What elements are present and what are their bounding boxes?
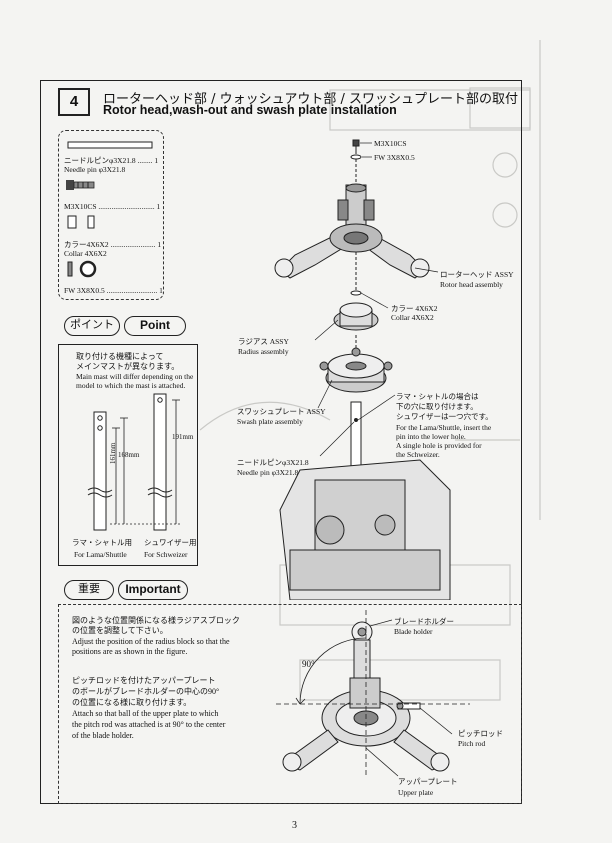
mast-dim-191: 191mm — [172, 433, 194, 441]
callout-lama-en-1: For the Lama/Shuttle, insert the — [396, 423, 492, 432]
mast-note-jp-2: メインマストが異なります。 — [76, 362, 180, 371]
callout-lama-jp-1: ラマ・シャトルの場合は — [396, 392, 479, 401]
blade-holder-angle-diagram — [276, 610, 470, 778]
page-number: 3 — [292, 820, 297, 831]
callout-needle-jp: ニードルピンφ3X21.8 — [237, 458, 309, 467]
callout-lama-en-3: A single hole is provided for — [396, 441, 482, 450]
parts-needle-pin-jp: ニードルピンφ3X21.8 ........ 1 — [64, 156, 159, 165]
collar-icon — [67, 215, 95, 229]
parts-list-box — [58, 130, 164, 300]
mast-note-box — [58, 344, 198, 566]
label-upper-plate-jp: アッパープレート — [398, 777, 458, 786]
important-en-2c: of the blade holder. — [72, 731, 134, 740]
mast-dim-161: 161mm — [109, 442, 117, 464]
callout-swash-en: Swash plate assembly — [237, 417, 303, 426]
important-jp-1b: の位置を調整して下さい。 — [72, 626, 168, 635]
callout-swash-jp: スワッシュプレート ASSY — [237, 407, 326, 416]
important-en-1a: Adjust the position of the radius block … — [72, 637, 230, 646]
label-blade-holder-en: Blade holder — [394, 627, 433, 636]
mast-note-jp-1: 取り付ける機種によって — [76, 352, 164, 361]
parts-icons — [66, 141, 153, 278]
label-blade-holder-jp: ブレードホルダー — [394, 617, 454, 626]
parts-collar-en: Collar 4X6X2 — [64, 249, 107, 258]
fw-washer — [350, 154, 362, 160]
needle-pin-icon — [67, 141, 153, 149]
label-upper-plate-en: Upper plate — [398, 788, 434, 797]
important-note-box — [58, 604, 522, 804]
parts-needle-pin-en: Needle pin φ3X21.8 — [64, 165, 126, 174]
important-en-2b: the pitch rod was attached is at 90° to … — [72, 720, 226, 729]
helicopter-frame — [279, 459, 451, 600]
swash-plate-assembly — [319, 347, 393, 393]
mast-lama-label-en: For Lama/Shuttle — [74, 550, 127, 559]
mast-note-en-2: model to which the mast is attached. — [76, 381, 186, 390]
callout-collar-jp: カラー 4X6X2 — [391, 304, 438, 313]
important-en-1b: positions are as shown in the figure. — [72, 647, 188, 656]
collar-part — [350, 290, 362, 296]
callout-lama-en-2: pin into the lower hole. — [396, 432, 466, 441]
callout-lama-jp-3: シュワイザーは一つ穴です。 — [396, 412, 493, 421]
rotor-head-assembly — [274, 183, 430, 279]
important-jp-1a: 図のような位置関係になる様ラジアスブロック — [72, 616, 240, 625]
callout-lama-en-4: the Schweizer. — [396, 450, 440, 459]
step-number: 4 — [58, 88, 90, 116]
parts-m3x10cs: M3X10CS .............................. 1 — [64, 202, 161, 211]
callout-radius-en: Radius assembly — [238, 347, 289, 356]
label-pitch-rod-en: Pitch rod — [458, 739, 486, 748]
important-en-2a: Attach so that ball of the upper plate t… — [72, 709, 219, 718]
callout-lama-jp-2: 下の穴に取り付けます。 — [396, 402, 478, 411]
point-badge-jp: ポイント — [64, 316, 120, 336]
important-jp-2a: ピッチロッドを付けたアッパープレート — [72, 676, 216, 685]
important-badge-en: Important — [118, 580, 188, 600]
callout-needle-en: Needle pin φ3X21.8 — [237, 468, 299, 477]
point-badge-en: Point — [124, 316, 186, 336]
mast-schweizer-label-jp: シュワイザー用 — [144, 538, 197, 547]
mast-dim-168: 168mm — [118, 451, 140, 459]
parts-fw: FW 3X8X0.5 ........................... 1 — [64, 286, 163, 295]
angle-90: 90° — [302, 659, 315, 669]
title-japanese: ローターヘッド部 / ウォッシュアウト部 / スワッシュプレート部の取付 — [103, 92, 519, 107]
washer-icon — [67, 260, 97, 278]
label-pitch-rod-jp: ピッチロッド — [458, 729, 503, 738]
callout-fw: FW 3X8X0.5 — [374, 153, 415, 162]
title-english: Rotor head,wash-out and swash plate inst… — [103, 103, 397, 117]
mast-schweizer-label-en: For Schweizer — [144, 550, 188, 559]
radius-assembly — [333, 302, 379, 331]
important-jp-2c: の位置になる様に取り付けます。 — [72, 698, 192, 707]
mast-lama-label-jp: ラマ・シャトル用 — [72, 538, 132, 547]
rotor-head-exploded-diagram — [274, 139, 451, 600]
callout-rotor-head-jp: ローターヘッド ASSY — [440, 270, 514, 279]
m3x10cs-screw — [352, 139, 360, 147]
screw-icon — [66, 180, 95, 190]
mast-lama-shaft — [93, 411, 107, 531]
callout-collar-en: Collar 4X6X2 — [391, 313, 434, 322]
callout-radius-jp: ラジアス ASSY — [238, 337, 289, 346]
important-jp-2b: のボールがブレードホルダーの中心の90° — [72, 687, 220, 696]
mast-note-en-1: Main mast will differ depending on the — [76, 372, 194, 381]
main-mast-diagram — [87, 393, 182, 531]
parts-collar-jp: カラー4X6X2 ........................ 1 — [64, 240, 162, 249]
callout-m3x10cs: M3X10CS — [374, 139, 407, 148]
important-badge-jp: 重要 — [64, 580, 114, 600]
mast-schweizer-shaft — [153, 393, 167, 531]
callout-rotor-head-en: Rotor head assembly — [440, 280, 503, 289]
